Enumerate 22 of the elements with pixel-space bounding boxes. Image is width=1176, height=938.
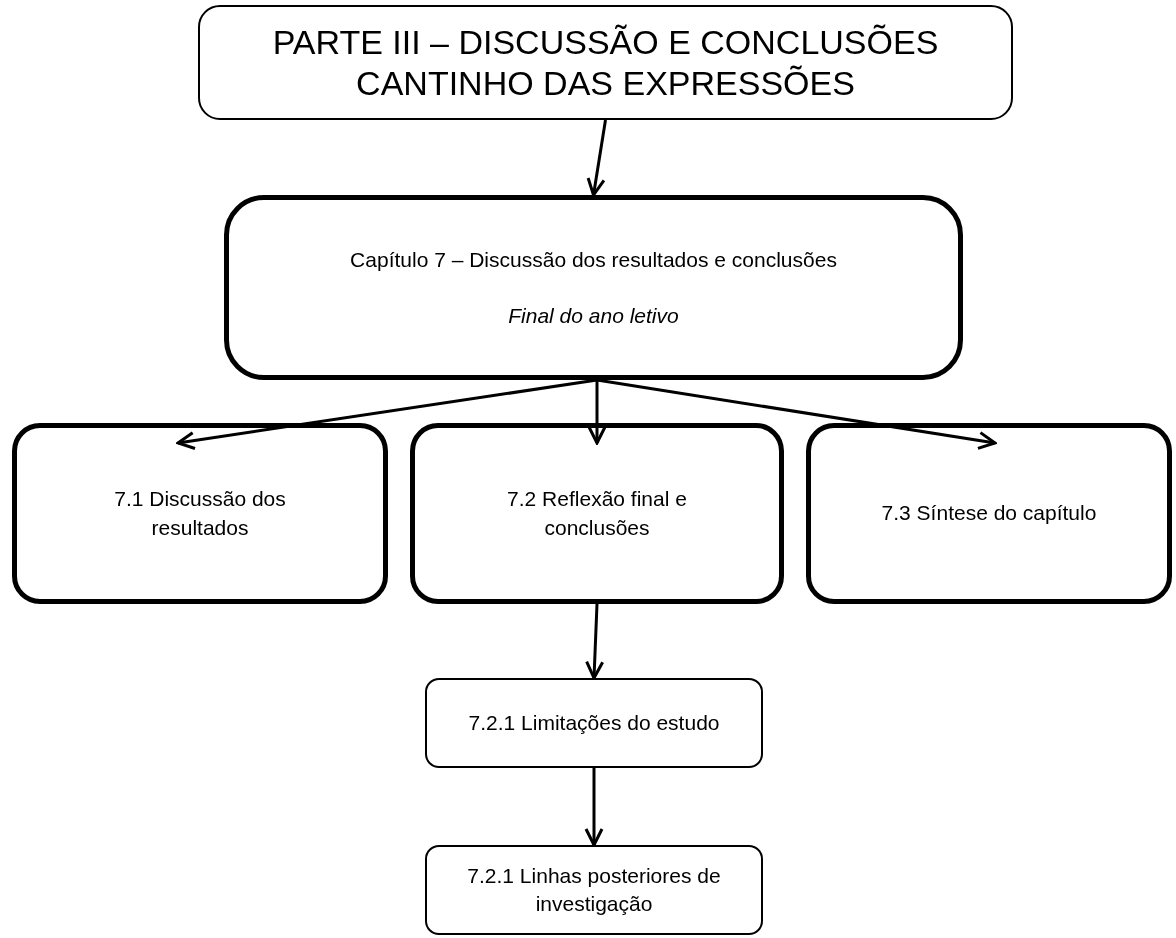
box-title: 7.2.1 Limitações do estudo	[468, 709, 720, 736]
box-title: 7.2.1 Linhas posteriores de investigação	[467, 862, 721, 917]
box-subtitle: Final do ano letivo	[508, 302, 679, 328]
rounded-box	[806, 423, 1172, 604]
box-title: 7.1 Discussão dos resultados	[113, 486, 287, 541]
box-subtitle: CANTINHO DAS EXPRESSÕES	[356, 62, 855, 104]
rounded-box	[425, 845, 763, 935]
rounded-box	[224, 195, 963, 380]
box-title: Capítulo 7 – Discussão dos resultados e conclusões	[350, 247, 837, 273]
rounded-box	[198, 5, 1013, 120]
arrow	[587, 380, 607, 445]
rounded-box	[425, 678, 763, 768]
box-title: 7.2 Reflexão final e conclusões	[506, 486, 688, 541]
rounded-box	[12, 423, 388, 604]
arrow	[596, 378, 997, 450]
box-title: PARTE III – DISCUSSÃO E CONCLUSÕES	[272, 21, 939, 63]
arrow	[584, 768, 604, 847]
arrow	[586, 119, 607, 197]
arrow	[585, 603, 605, 680]
box-title: 7.3 Síntese do capítulo	[881, 500, 1097, 527]
arrow	[176, 378, 598, 451]
rounded-box	[410, 423, 784, 604]
